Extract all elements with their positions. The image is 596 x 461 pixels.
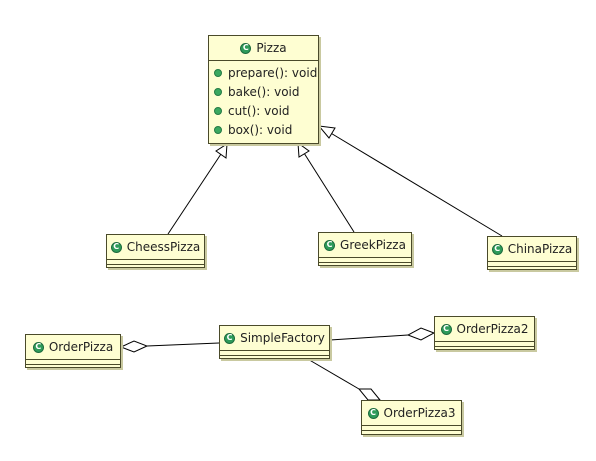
class-orderpizza3-header: C OrderPizza3 (362, 401, 461, 426)
aggregation-diamond-orderpizza2 (406, 327, 436, 341)
generalization-line-chinapizza (328, 131, 503, 237)
class-orderpizza2-name: OrderPizza2 (456, 322, 529, 336)
class-attributes-compartment (435, 342, 534, 347)
class-c-icon: C (240, 42, 252, 54)
class-chinapizza[interactable]: C ChinaPizza (487, 236, 577, 270)
class-c-icon: C (491, 243, 503, 255)
class-c-icon: C (110, 241, 122, 253)
class-c-icon: C (32, 341, 44, 353)
class-c-icon: C (324, 239, 336, 251)
operation-item[interactable]: prepare(): void (214, 63, 318, 82)
operation-signature: bake(): void (228, 84, 300, 99)
class-cheesspizza-header: C CheessPizza (107, 235, 204, 260)
class-pizza-header: C Pizza (209, 36, 318, 61)
class-simplefactory[interactable]: C SimpleFactory (219, 325, 330, 359)
class-c-icon: C (440, 323, 452, 335)
class-orderpizza3-name: OrderPizza3 (383, 406, 456, 420)
class-pizza[interactable]: C Pizza prepare(): void bake(): void cut… (208, 35, 319, 144)
generalization-arrowhead-cheesspizza (215, 143, 228, 159)
generalization-line-cheesspizza (167, 153, 222, 235)
operation-item[interactable]: cut(): void (214, 101, 318, 120)
operation-signature: box(): void (228, 122, 293, 137)
operation-item[interactable]: bake(): void (214, 82, 318, 101)
class-orderpizza[interactable]: C OrderPizza (25, 334, 121, 368)
public-method-icon (214, 87, 222, 96)
class-orderpizza3[interactable]: C OrderPizza3 (361, 400, 462, 435)
operation-item[interactable]: box(): void (214, 120, 318, 139)
generalization-line-greekpizza (303, 152, 355, 233)
class-attributes-compartment (26, 360, 120, 365)
class-orderpizza2[interactable]: C OrderPizza2 (434, 316, 535, 350)
operation-signature: cut(): void (228, 103, 290, 118)
class-orderpizza-header: C OrderPizza (26, 335, 120, 360)
generalization-arrowhead-chinapizza (317, 125, 336, 139)
class-greekpizza-header: C GreekPizza (319, 233, 411, 258)
operation-signature: prepare(): void (228, 65, 318, 80)
public-method-icon (214, 106, 222, 115)
class-attributes-compartment (319, 258, 411, 263)
generalization-arrowhead-greekpizza (297, 141, 310, 158)
class-pizza-operations: prepare(): void bake(): void cut(): void… (209, 61, 318, 141)
class-simplefactory-name: SimpleFactory (240, 331, 325, 345)
class-simplefactory-header: C SimpleFactory (220, 326, 329, 351)
class-greekpizza-name: GreekPizza (340, 238, 406, 252)
class-c-icon: C (367, 407, 379, 419)
aggregation-line-orderpizza2 (329, 334, 409, 341)
class-cheesspizza-name: CheessPizza (126, 240, 201, 254)
class-pizza-name: Pizza (256, 41, 287, 55)
class-greekpizza[interactable]: C GreekPizza (318, 232, 412, 266)
class-chinapizza-header: C ChinaPizza (488, 237, 576, 262)
aggregation-diamond-orderpizza (119, 340, 149, 353)
public-method-icon (214, 125, 222, 134)
class-c-icon: C (224, 332, 236, 344)
class-attributes-compartment (220, 351, 329, 356)
aggregation-line-orderpizza (146, 342, 220, 347)
class-cheesspizza[interactable]: C CheessPizza (106, 234, 205, 268)
class-orderpizza-name: OrderPizza (48, 340, 114, 354)
class-attributes-compartment (107, 260, 204, 265)
public-method-icon (214, 68, 222, 77)
class-orderpizza2-header: C OrderPizza2 (435, 317, 534, 342)
class-attributes-compartment (488, 262, 576, 267)
aggregation-diamond-orderpizza3 (357, 388, 382, 401)
class-chinapizza-name: ChinaPizza (507, 242, 573, 256)
class-attributes-compartment (362, 426, 461, 431)
aggregation-line-orderpizza3 (305, 357, 360, 390)
